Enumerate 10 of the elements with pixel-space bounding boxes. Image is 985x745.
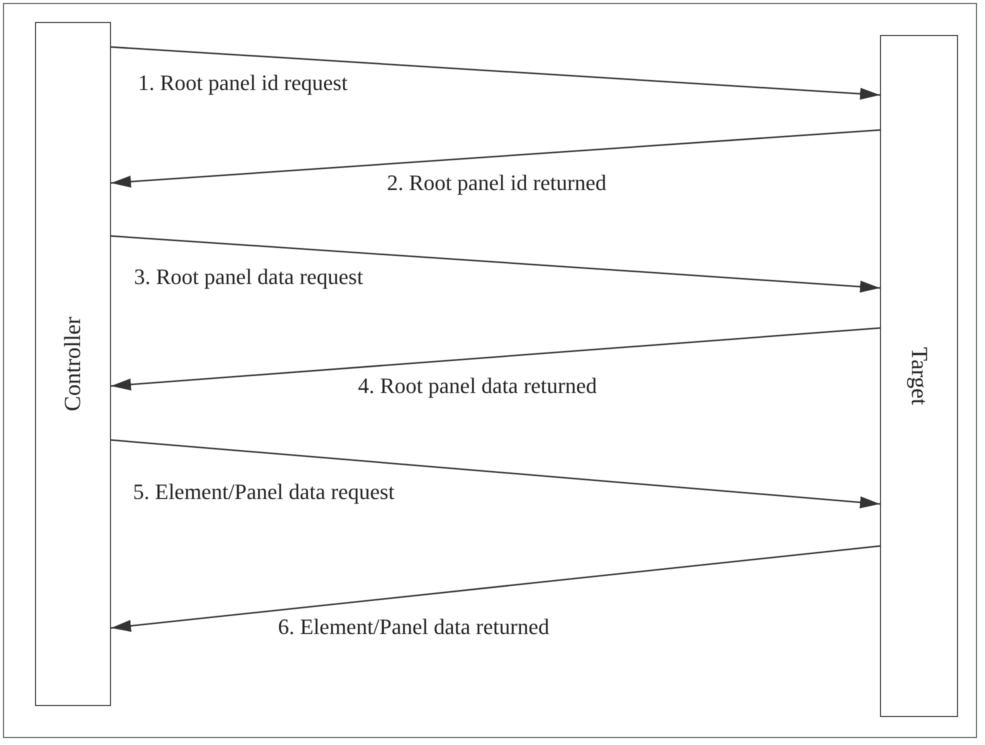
message-arrow: [110, 46, 880, 100]
participant-label: Target: [906, 347, 932, 405]
message-arrow: [110, 235, 880, 293]
lifeline-box: [880, 35, 958, 717]
message-arrow: [110, 545, 880, 632]
participant-label: Controller: [60, 316, 86, 412]
message-arrow: [110, 327, 880, 390]
message-arrow: [110, 439, 880, 508]
lifeline-box: [35, 22, 111, 706]
message-arrow: [110, 129, 880, 188]
